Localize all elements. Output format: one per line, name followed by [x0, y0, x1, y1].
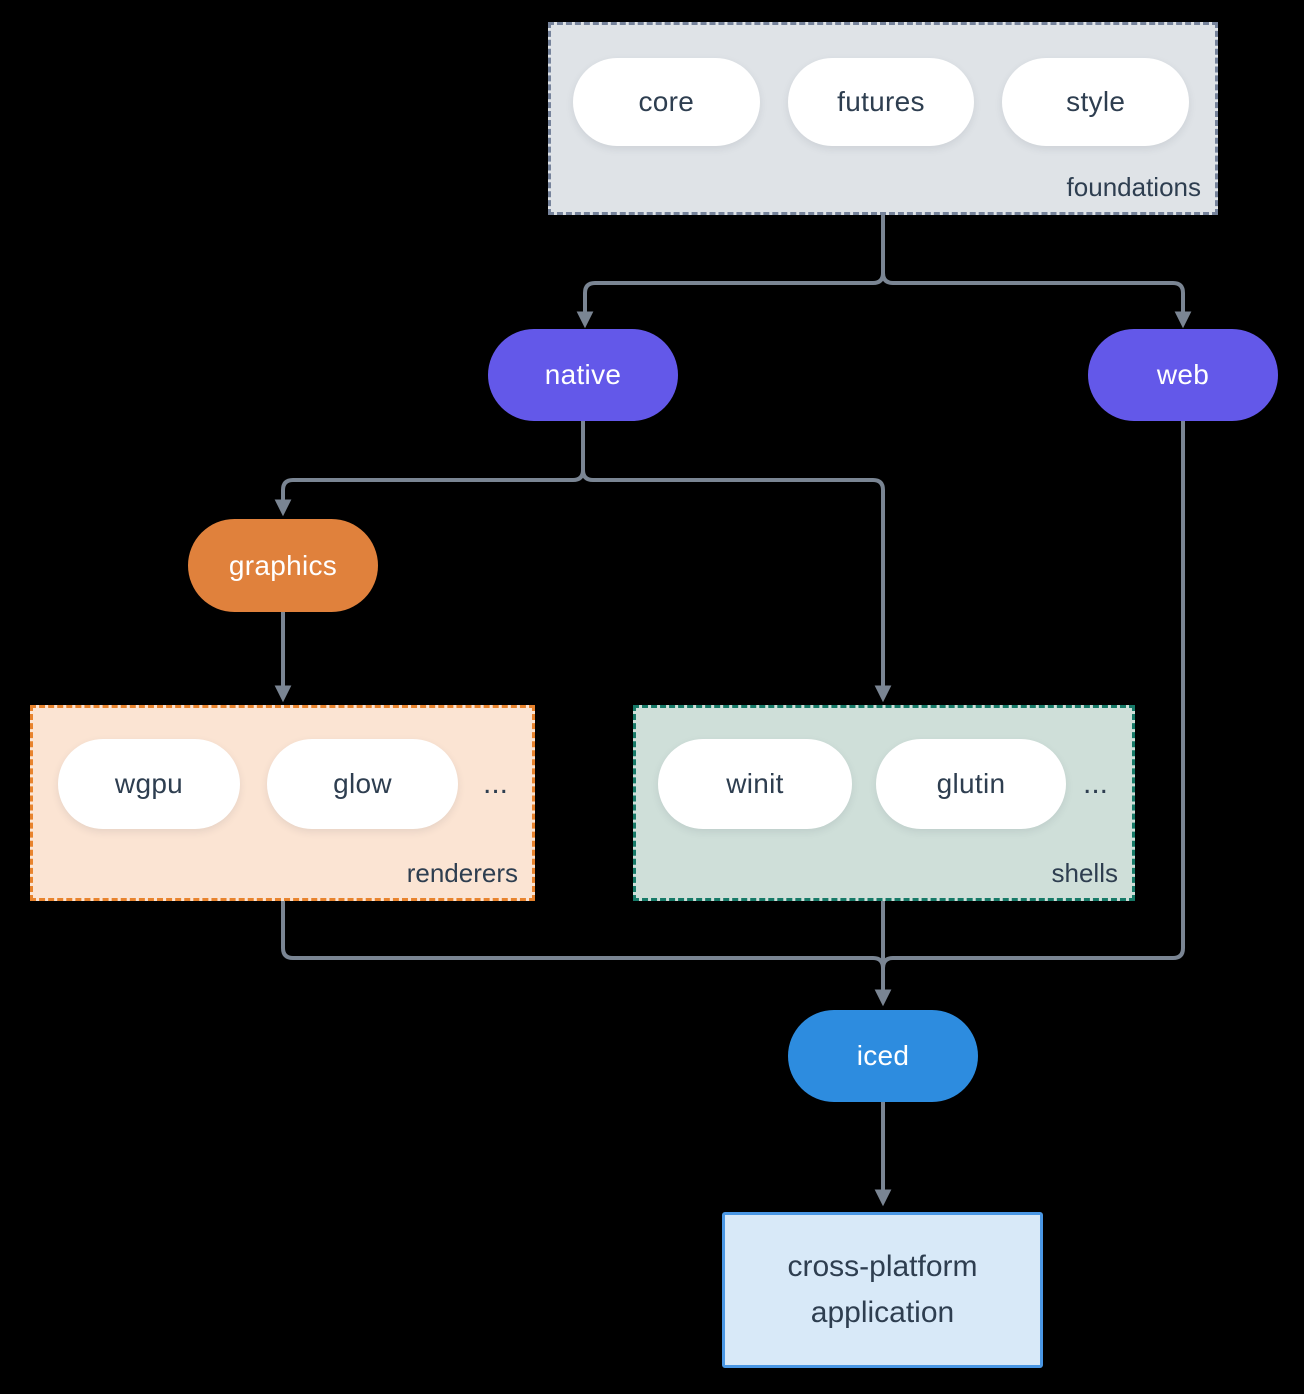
node-glutin: glutin [876, 739, 1066, 829]
edge-native-graphics [274, 421, 585, 517]
renderers-ellipsis-label: ... [482, 767, 508, 800]
group-foundations: core futures style foundations [548, 22, 1218, 215]
node-winit: winit [658, 739, 852, 829]
group-renderers: wgpu glow ... renderers [30, 705, 535, 901]
edge-foundations-native [576, 215, 885, 329]
node-core: core [573, 58, 760, 146]
renderers-label: renderers [406, 858, 518, 888]
node-futures: futures [787, 58, 975, 146]
node-wgpu: wgpu [58, 739, 240, 829]
node-graphics: graphics [188, 519, 378, 612]
node-cross-platform-application: cross-platform application [722, 1212, 1043, 1368]
node-glow: glow [267, 739, 458, 829]
node-native: native [488, 329, 678, 421]
shells-label: shells [1051, 858, 1118, 888]
node-iced: iced [788, 1010, 978, 1102]
foundations-label: foundations [1066, 172, 1201, 202]
node-web: web [1088, 329, 1278, 421]
edge-native-shells [581, 421, 892, 703]
node-style: style [1002, 58, 1190, 146]
edge-renderers-merge [281, 901, 885, 982]
edge-foundations-web [881, 215, 1192, 329]
foundations-pill-row: core futures style [551, 25, 1215, 146]
group-shells: winit glutin ... shells [633, 705, 1135, 901]
shells-ellipsis-label: ... [1082, 767, 1108, 800]
